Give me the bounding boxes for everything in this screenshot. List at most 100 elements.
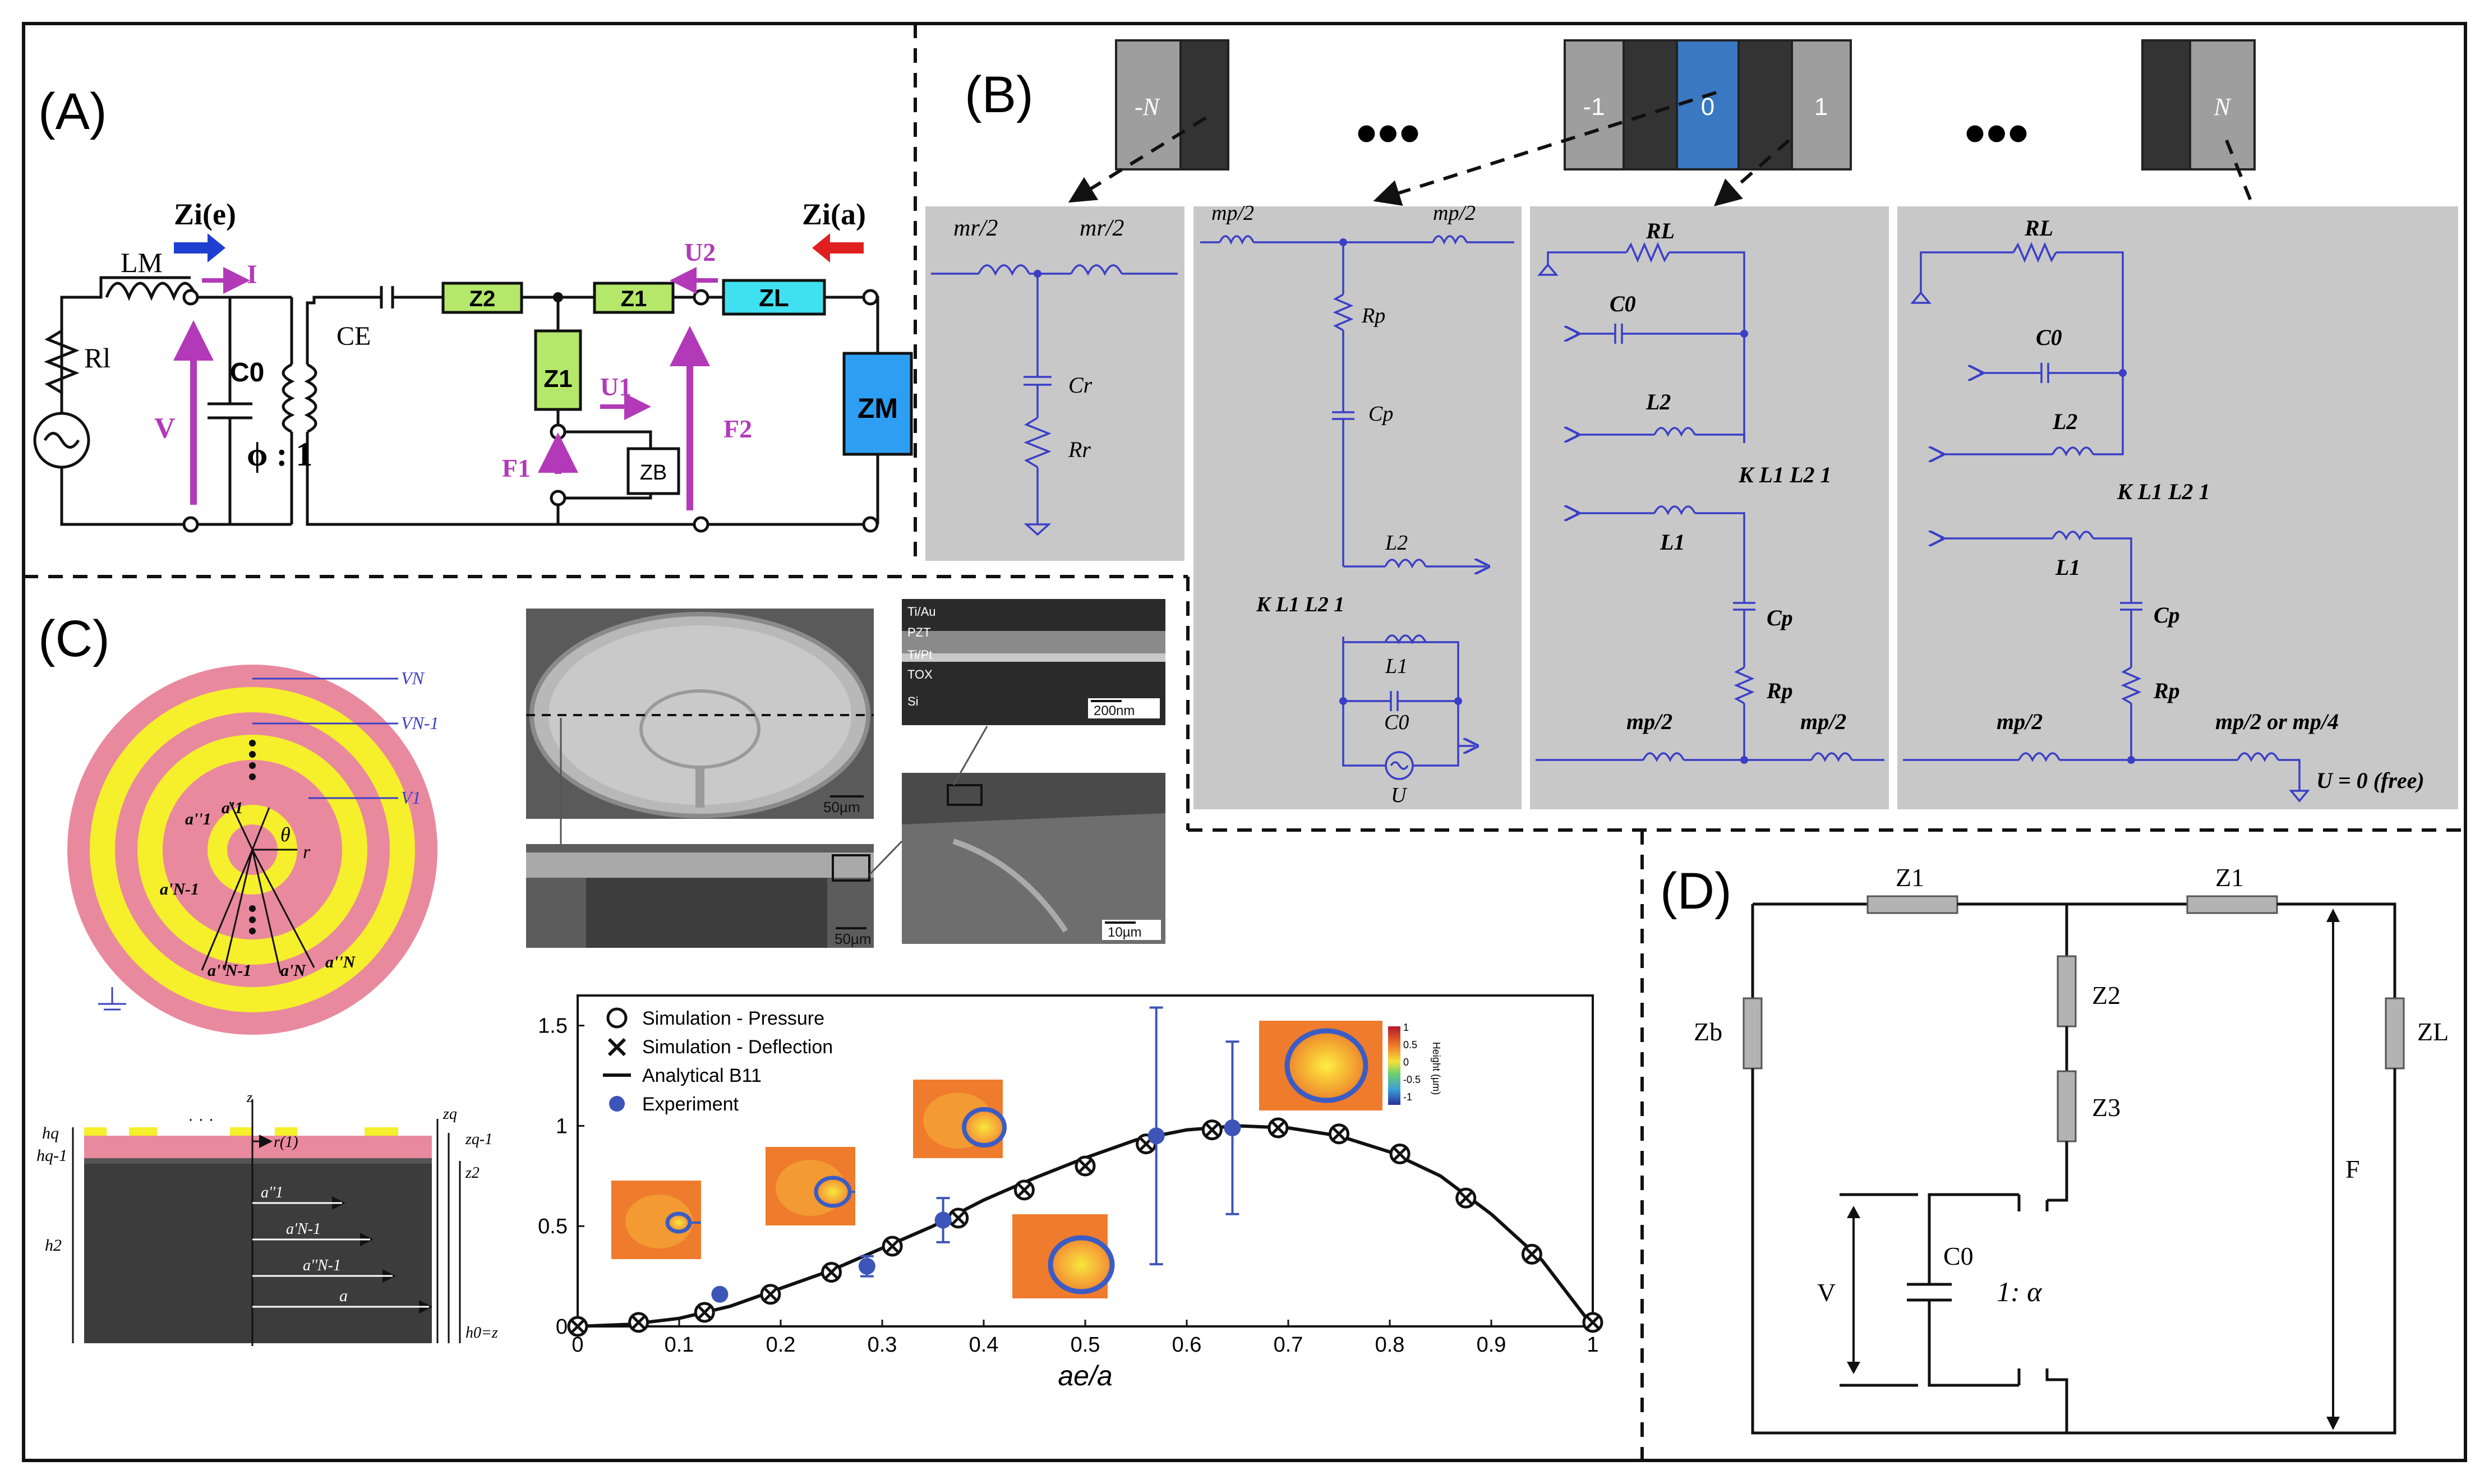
deflection-point [886, 1239, 899, 1253]
y-tick-label: 0.5 [538, 1215, 568, 1238]
z2-label: Z2 [469, 287, 496, 311]
colorbar-tick-label: 0 [1403, 1057, 1409, 1068]
colorbar-tick-label: -0.5 [1403, 1074, 1421, 1085]
d-z1-right [2186, 895, 2278, 914]
d-c0-label: C0 [1943, 1242, 1974, 1270]
d-ratio-label: 1: α [1997, 1276, 2043, 1307]
x-tick-label: 0.8 [1375, 1333, 1405, 1357]
b4-rp: Rp [2153, 678, 2180, 703]
cell-n-label: N [2213, 93, 2232, 121]
b3-kl: K L1 L2 1 [1738, 462, 1832, 487]
x-axis-label: ae/a [1058, 1360, 1112, 1391]
z2-box [441, 282, 523, 314]
cs-hq1: hq-1 [36, 1146, 67, 1165]
b1-rr: Rr [1068, 437, 1091, 462]
circuit-box-4 [1897, 206, 2458, 809]
deflection-point [1393, 1147, 1407, 1161]
b4-kl: K L1 L2 1 [2117, 479, 2210, 504]
deflection-point [1271, 1121, 1285, 1135]
cs-h2: h2 [45, 1236, 62, 1255]
b2-mp-right: mp/2 [1433, 201, 1476, 225]
deflection-point [632, 1316, 646, 1329]
inset-0p5 [1012, 1214, 1115, 1298]
outer-frame [22, 22, 2467, 1462]
panel-label-b: (B) [965, 66, 1034, 123]
y-tick-label: 1.5 [538, 1015, 568, 1038]
x-tick-label: 1 [1587, 1333, 1598, 1357]
ellipsis-right: ••• [1964, 99, 2029, 168]
legend-experiment: Experiment [642, 1094, 739, 1115]
x-tick-label: 0 [571, 1333, 583, 1357]
ellipsis-left: ••• [1356, 99, 1421, 168]
y-tick-label: 1 [556, 1114, 568, 1138]
b4-mp-end: mp/2 or mp/4 [2215, 709, 2339, 734]
ring-v1: V1 [401, 787, 421, 808]
b2-cp: Cp [1368, 402, 1393, 426]
lm-label: LM [121, 247, 163, 278]
cs-a: a [339, 1287, 348, 1305]
colorbar-tick-label: 1 [1403, 1022, 1409, 1033]
sem-scale-1: 50µm [823, 799, 860, 815]
b4-c0: C0 [2036, 325, 2062, 350]
circuit-2: mp/2 mp/2 Rp Cp L2 K L1 L2 1 L1 C0 U [1200, 201, 1514, 807]
ring-an1p: a'N-1 [160, 880, 199, 898]
sem-scale-3: 200nm [1094, 703, 1135, 718]
circuit-box-2 [1193, 206, 1522, 809]
cell-one-label: 1 [1814, 93, 1828, 121]
panel-c-cross-section: hq hq-1 h2 zq zq-1 z2 h0=z z · · · r(1) … [36, 1089, 498, 1346]
panel-label-a: (A) [38, 83, 107, 140]
ring-anp: a'N [280, 961, 306, 980]
sem-scale-4: 10µm [1108, 925, 1142, 940]
sem-layer-pzt: PZT [907, 625, 931, 639]
zb-label: ZB [640, 461, 667, 485]
sem-layer-tiau: Ti/Au [907, 605, 936, 619]
b4-rl: RL [2024, 215, 2053, 241]
zm-label: ZM [858, 393, 898, 424]
ce-label: CE [337, 321, 371, 351]
cs-an1pp: a''N-1 [303, 1257, 341, 1274]
deflection-point [1586, 1316, 1600, 1329]
colorbar-tick-label: -1 [1403, 1091, 1412, 1103]
b2-c0: C0 [1384, 711, 1409, 734]
deflection-point [1205, 1123, 1219, 1137]
sem-scale-2: 50µm [835, 930, 872, 947]
inductor-lm [105, 282, 198, 301]
d-f-label: F [2345, 1155, 2360, 1183]
deflection-point [824, 1265, 838, 1279]
b2-mp-left: mp/2 [1211, 201, 1254, 225]
d-z1-left [1866, 895, 1958, 914]
deflection-point [571, 1320, 584, 1333]
inset-0p4 [913, 1080, 1007, 1158]
deflection-point [1017, 1183, 1031, 1197]
panel-c-sem: 50µm 50µm Ti/Au PZT Ti/Pt TOX Si 200nm 1… [526, 599, 1165, 948]
cs-z2: z2 [465, 1164, 480, 1182]
deflection-point [698, 1306, 712, 1319]
zia-label: Zi(a) [802, 197, 866, 231]
deflection-point [1459, 1191, 1473, 1205]
f2-label: F2 [723, 414, 752, 443]
cs-z: z [246, 1089, 252, 1105]
b4-l2: L2 [2052, 409, 2077, 434]
x-tick-label: 0.5 [1071, 1333, 1100, 1357]
d-zb-label: Zb [1694, 1017, 1722, 1046]
chart-marks [567, 1006, 1603, 1337]
cell-center-group: -1 0 1 [1564, 39, 1852, 170]
d-z1-right-label: Z1 [2215, 863, 2244, 892]
d-z2-label: Z2 [2092, 981, 2121, 1010]
rl-label: Rl [84, 342, 110, 374]
panel-d-circuit: Z1 Z1 Z2 Z3 Zb ZL C0 V 1: α F [1694, 863, 2449, 1435]
b3-mp-right: mp/2 [1800, 709, 1846, 734]
chart-legend: Simulation - Pressure Simulation - Defle… [603, 1007, 833, 1115]
d-z3-label: Z3 [2092, 1093, 2121, 1122]
chart-insets: 10.50-0.5-1 Height (µm) [611, 1021, 1442, 1298]
circuit-box-3 [1530, 206, 1889, 809]
b4-u-free: U = 0 (free) [2316, 768, 2425, 793]
b1-mr-left: mr/2 [953, 215, 998, 241]
deflection-point [1332, 1127, 1346, 1141]
zl-label: ZL [759, 284, 789, 312]
ring-vn: VN [401, 668, 425, 688]
panel-a-circuit: Z2 Z1 Z1 ZB ZL ZM [33, 197, 913, 533]
b2-l1: L1 [1385, 655, 1408, 678]
